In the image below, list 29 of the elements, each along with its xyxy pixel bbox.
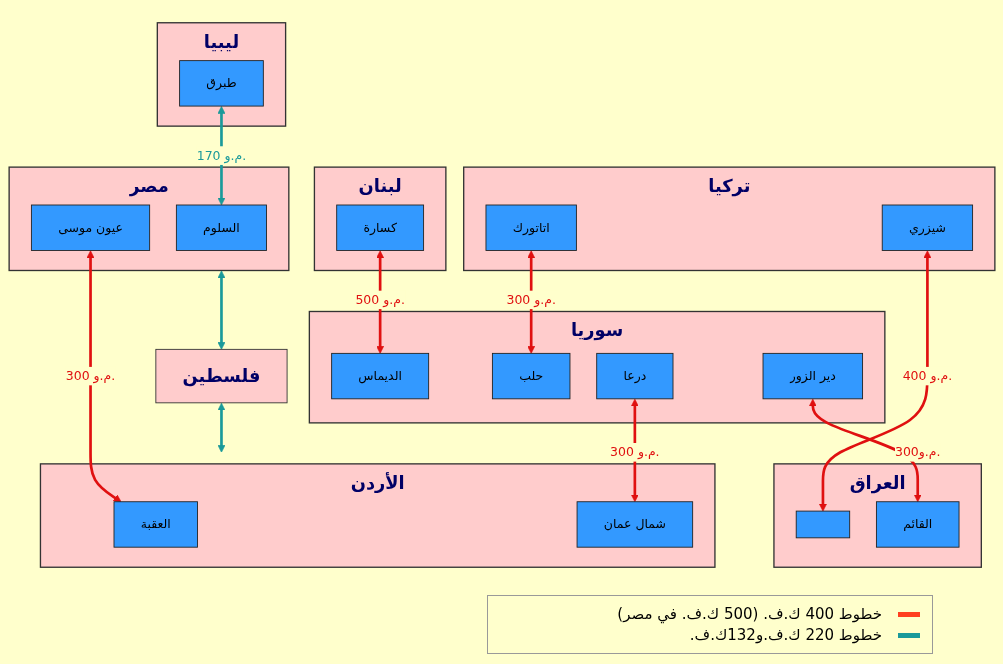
legend-text: خطوط 220 ك.ف.و132ك.ف. [689, 626, 882, 644]
node-box: السلوم [175, 204, 267, 251]
node-box: العقبة [113, 501, 198, 548]
node-box: عيون موسى [30, 204, 150, 251]
arrow [217, 270, 225, 350]
node-box: اتاتورك [485, 204, 577, 251]
arrow [86, 250, 121, 503]
arrow [808, 398, 922, 503]
node-box: درعا [595, 352, 673, 400]
node-box: طبرق [178, 60, 264, 107]
edge-label: 400 م.و. [902, 368, 952, 383]
legend-text: خطوط 400 ك.ف. (500 ك.ف. في مصر) [617, 605, 882, 623]
node-box: كسارة [335, 204, 424, 251]
node-box: دير الزور [762, 352, 863, 400]
node-box: الديماس [330, 352, 429, 400]
node-box: حلب [491, 352, 570, 400]
edge-label: 300 م.و. [505, 292, 556, 307]
arrow [818, 250, 931, 512]
edge-label: 300م.و. [894, 444, 940, 459]
edge-label: 500 م.و. [354, 292, 405, 307]
node-box: القائم [875, 501, 959, 548]
node-box: فلسطين [154, 348, 288, 404]
node-box: شمال عمان [576, 501, 693, 548]
node-box [795, 510, 850, 539]
edge-label: 170 م.و. [196, 147, 246, 163]
edge-label: 300 م.و. [609, 444, 660, 459]
node-box: شيزري [881, 204, 973, 251]
arrow [217, 402, 225, 453]
edge-label: 300 م.و. [65, 368, 115, 383]
